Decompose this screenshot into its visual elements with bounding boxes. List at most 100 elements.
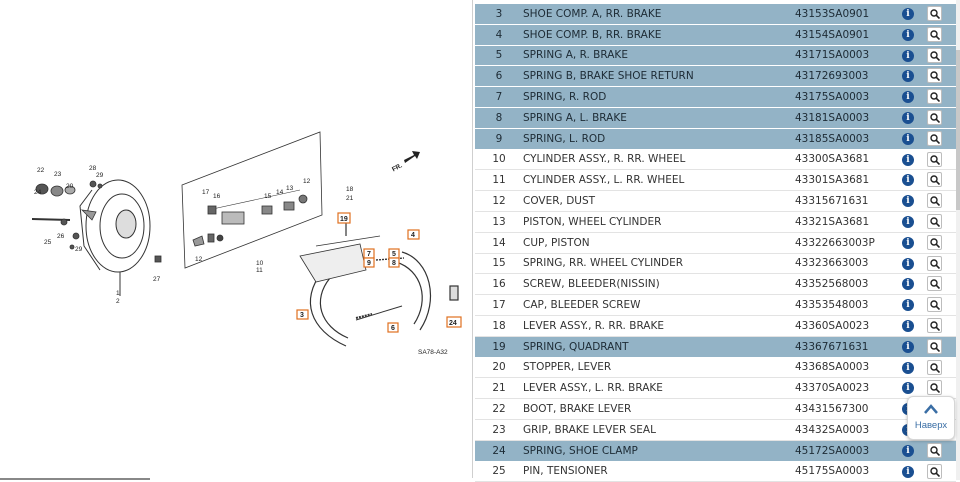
- info-icon[interactable]: i: [902, 299, 914, 312]
- info-icon[interactable]: i: [902, 465, 914, 478]
- search-icon: [930, 466, 940, 477]
- part-code: 45172SA0003: [795, 444, 870, 457]
- search-button[interactable]: [927, 255, 942, 271]
- callout-label: 4: [411, 232, 415, 239]
- search-button[interactable]: [927, 68, 942, 84]
- part-label: 20: [66, 183, 74, 190]
- info-icon[interactable]: i: [902, 444, 914, 457]
- info-icon[interactable]: i: [902, 278, 914, 291]
- part-name: SPRING, RR. WHEEL CYLINDER: [523, 257, 684, 270]
- search-button[interactable]: [927, 317, 942, 333]
- info-icon[interactable]: i: [902, 361, 914, 374]
- part-name: SCREW, BLEEDER(NISSIN): [523, 278, 660, 291]
- part-name: PIN, TENSIONER: [523, 465, 608, 478]
- info-icon[interactable]: i: [902, 195, 914, 208]
- part-label: 21: [346, 195, 354, 202]
- part-label: 29: [96, 172, 104, 179]
- part-name: SPRING A, L. BRAKE: [523, 111, 627, 124]
- callout-label: 24: [449, 320, 457, 327]
- part-number: 11: [492, 174, 506, 187]
- search-button[interactable]: [927, 47, 942, 63]
- search-icon: [930, 134, 940, 144]
- info-icon[interactable]: i: [902, 153, 914, 166]
- search-icon: [930, 71, 940, 82]
- search-icon: [930, 362, 940, 373]
- part-label: 22: [37, 167, 45, 174]
- info-icon[interactable]: i: [902, 257, 914, 270]
- scrollbar[interactable]: [956, 0, 960, 480]
- search-button[interactable]: [927, 109, 942, 125]
- search-button[interactable]: [927, 276, 942, 292]
- part-name: SPRING, L. ROD: [523, 132, 606, 145]
- part-label: 16: [213, 193, 221, 200]
- search-button[interactable]: [927, 380, 942, 396]
- info-icon[interactable]: i: [902, 174, 914, 187]
- search-button[interactable]: [927, 89, 942, 105]
- info-icon[interactable]: i: [902, 111, 914, 124]
- info-icon[interactable]: i: [902, 28, 914, 41]
- part-number: 6: [495, 70, 503, 83]
- back-to-top-button[interactable]: Наверх: [907, 396, 955, 440]
- search-button[interactable]: [927, 338, 942, 354]
- info-icon[interactable]: i: [902, 340, 914, 353]
- search-button[interactable]: [927, 151, 942, 167]
- part-label: 2: [116, 298, 120, 305]
- info-icon[interactable]: i: [902, 49, 914, 62]
- part-label: 11: [256, 267, 263, 274]
- info-icon[interactable]: i: [902, 382, 914, 395]
- search-icon: [930, 300, 940, 311]
- search-button[interactable]: [927, 193, 942, 209]
- callout-label: 9: [367, 260, 371, 267]
- part-number: 22: [492, 403, 506, 416]
- info-icon[interactable]: i: [902, 91, 914, 104]
- search-button[interactable]: [927, 297, 942, 313]
- part-code: 43352568003: [795, 278, 869, 291]
- info-icon[interactable]: i: [902, 215, 914, 228]
- search-button[interactable]: [927, 213, 942, 229]
- info-icon[interactable]: i: [902, 132, 914, 145]
- scrollbar-thumb[interactable]: [956, 50, 960, 210]
- search-button[interactable]: [927, 26, 942, 42]
- search-button[interactable]: [927, 130, 942, 146]
- search-button[interactable]: [927, 463, 942, 479]
- part-label: 25: [44, 239, 52, 246]
- search-icon: [930, 92, 940, 103]
- search-button[interactable]: [927, 442, 942, 458]
- info-icon[interactable]: i: [902, 8, 914, 20]
- search-button[interactable]: [927, 172, 942, 188]
- part-number: 4: [495, 28, 503, 41]
- info-icon[interactable]: i: [902, 70, 914, 83]
- search-button[interactable]: [927, 6, 942, 21]
- part-code: 43153SA0901: [795, 7, 870, 20]
- search-button[interactable]: [927, 234, 942, 250]
- info-icon[interactable]: i: [902, 319, 914, 332]
- part-code: 43432SA0003: [795, 423, 870, 436]
- info-icon[interactable]: i: [902, 236, 914, 249]
- part-name: CYLINDER ASSY., R. RR. WHEEL: [523, 153, 686, 166]
- part-code: 43431567300: [795, 403, 869, 416]
- search-button[interactable]: [927, 359, 942, 375]
